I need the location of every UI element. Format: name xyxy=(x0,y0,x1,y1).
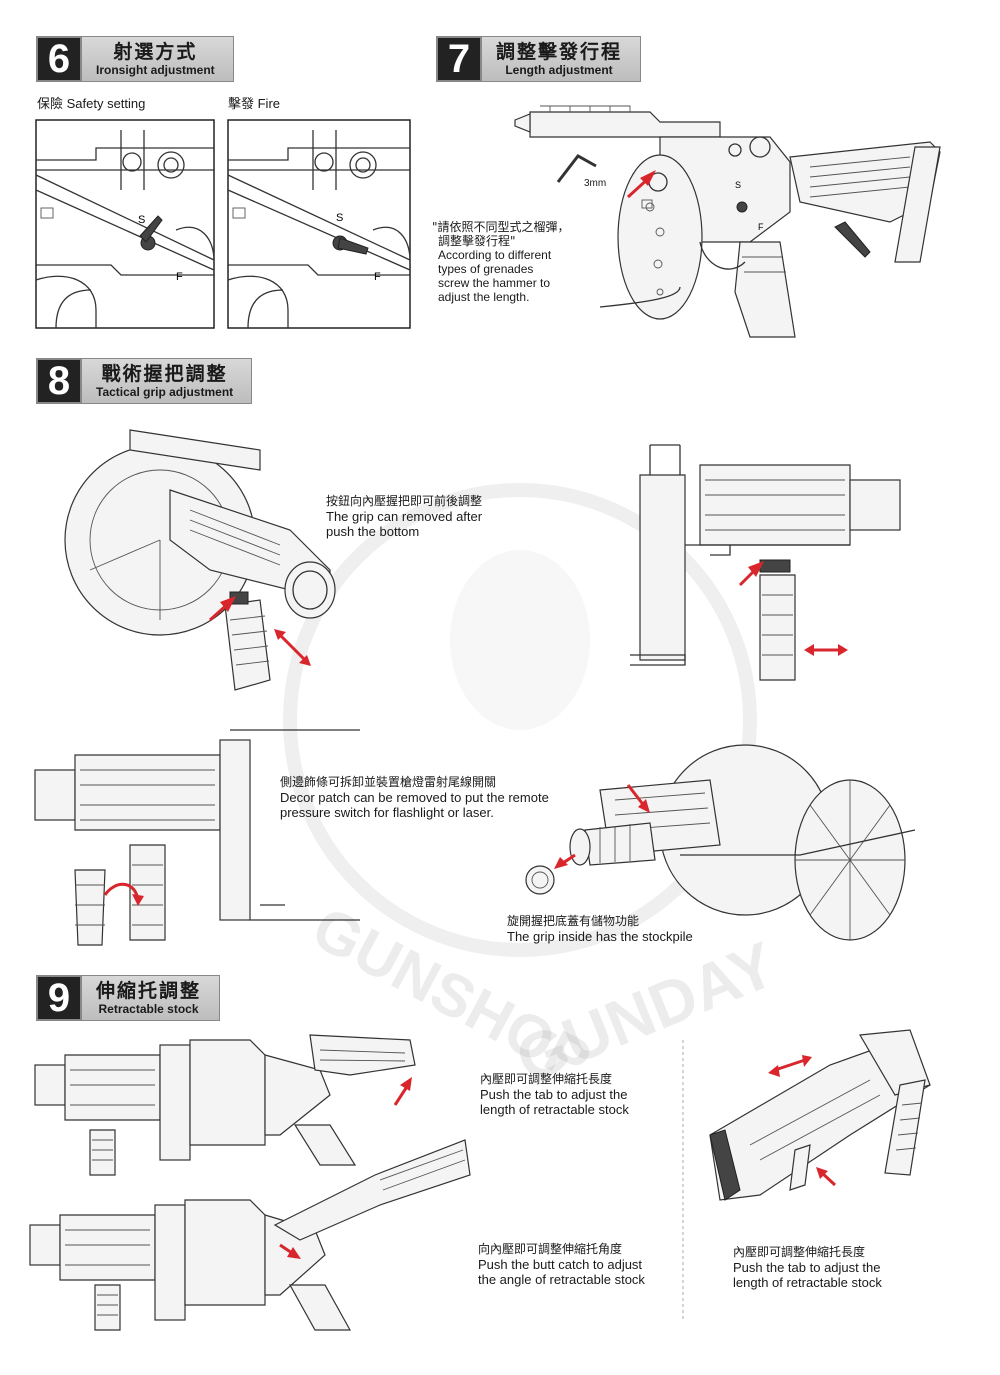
section-6-header: 6 射選方式 Ironsight adjustment xyxy=(36,36,234,82)
stock-closeup-instruction: 內壓即可調整伸縮托長度 Push the tab to adjust the l… xyxy=(733,1245,882,1290)
grip-adjust-3d-illustration xyxy=(64,429,336,691)
stock-angle-instruction: 向內壓即可調整伸縮托角度 Push the butt catch to adju… xyxy=(478,1242,645,1287)
s7-instructions: "請依照不同型式之榴彈， 調整擊發行程" According to differ… xyxy=(432,220,570,304)
grip-storage-instruction: 旋開握把底蓋有儲物功能 The grip inside has the stoc… xyxy=(507,914,693,944)
fire-label: 擊發 Fire xyxy=(228,96,281,111)
fire-illustration: S F xyxy=(227,119,411,329)
section-title-en: Ironsight adjustment xyxy=(96,62,215,77)
stock-length-instruction: 內壓即可調整伸縮托長度 Push the tab to adjust the l… xyxy=(480,1072,629,1117)
launcher-rear-illustration: S F xyxy=(514,105,941,338)
svg-text:F: F xyxy=(758,222,764,232)
section-title-zh: 射選方式 xyxy=(113,40,198,63)
safety-setting-label: 保險 Safety setting xyxy=(37,96,146,111)
section-8-header: 8 戰術握把調整 Tactical grip adjustment xyxy=(36,358,253,404)
section-number: 8 xyxy=(36,358,82,404)
svg-text:S: S xyxy=(735,180,741,190)
section-number: 9 xyxy=(36,975,82,1021)
f-mark: F xyxy=(176,271,183,283)
tool-size-label: 3mm xyxy=(584,178,607,189)
decor-patch-instruction: 側邊飾條可拆卸並裝置槍燈雷射尾線開關 Decor patch can be re… xyxy=(280,775,549,820)
grip-storage-illustration xyxy=(525,744,916,941)
section-7-header: 7 調整擊發行程 Length adjustment xyxy=(436,36,642,82)
section-title-zh: 調整擊發行程 xyxy=(496,40,623,63)
section-title-zh: 伸縮托調整 xyxy=(96,979,202,1002)
decor-patch-illustration xyxy=(34,729,360,946)
s-mark: S xyxy=(336,212,343,224)
stock-length-illustration xyxy=(34,1034,416,1176)
section-number: 6 xyxy=(36,36,82,82)
f-mark: F xyxy=(374,271,381,283)
divider-line xyxy=(682,1040,684,1320)
stock-angle-illustration xyxy=(29,1139,471,1331)
s-mark: S xyxy=(138,214,145,226)
section-number: 7 xyxy=(436,36,482,82)
allen-key-icon xyxy=(556,154,597,183)
grip-adjust-side-illustration xyxy=(630,444,901,681)
grip-instruction: 按鈕向內壓握把即可前後調整 The grip can removed after… xyxy=(326,494,483,539)
section-title-en: Length adjustment xyxy=(505,62,613,77)
safety-setting-illustration: S F xyxy=(35,119,215,329)
section-title-zh: 戰術握把調整 xyxy=(101,362,228,385)
stock-closeup-illustration xyxy=(709,1029,931,1201)
section-title-en: Tactical grip adjustment xyxy=(96,384,234,399)
section-title-en: Retractable stock xyxy=(98,1001,199,1016)
section-9-header: 9 伸縮托調整 Retractable stock xyxy=(36,975,221,1021)
